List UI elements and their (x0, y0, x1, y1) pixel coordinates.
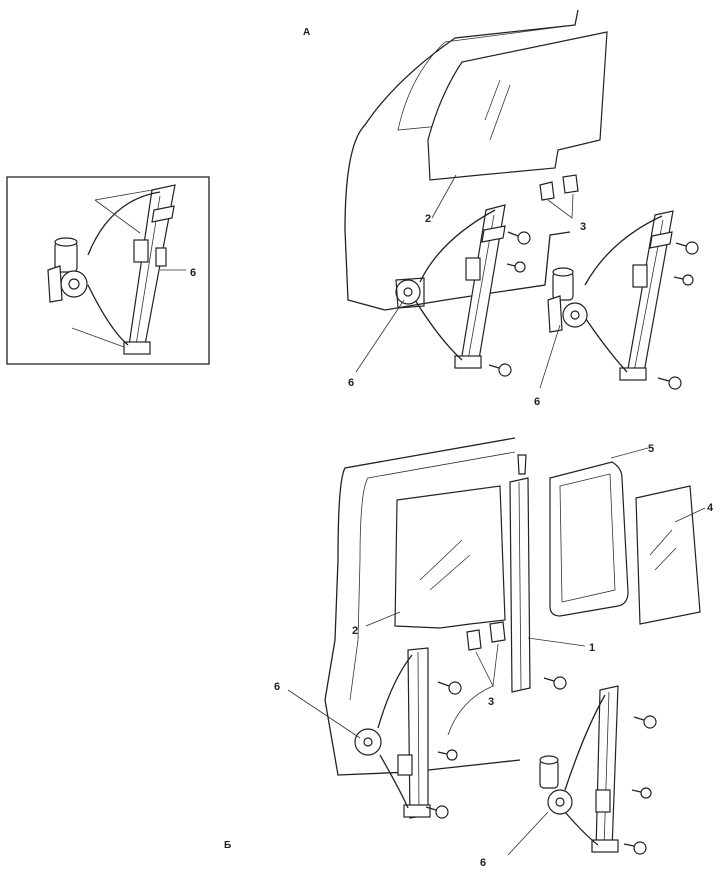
callout-3-top: 3 (580, 221, 586, 233)
section-label-a: А (303, 27, 310, 38)
inset-callout-6: 6 (190, 267, 196, 279)
rear-door-glass (394, 485, 506, 629)
callout-6-top-left: 6 (348, 377, 354, 389)
front-right-screws (657, 241, 699, 390)
rear-right-screws (623, 715, 657, 855)
callout-3-bottom: 3 (488, 696, 494, 708)
inset-motor (47, 237, 88, 303)
rear-channel (509, 454, 531, 693)
rear-left-screws (425, 676, 567, 819)
callout-2-top: 2 (425, 213, 431, 225)
rear-stoppers (466, 621, 506, 651)
front-regulator-left (395, 204, 506, 369)
rear-door-outline (324, 437, 521, 776)
rear-quarter-glass (635, 485, 701, 625)
front-stoppers (539, 174, 579, 201)
rear-door-assembly (287, 437, 706, 856)
callout-2-bottom: 2 (352, 625, 358, 637)
front-door-outline (344, 9, 579, 311)
callout-1: 1 (589, 642, 595, 654)
callout-6-top-right: 6 (534, 396, 540, 408)
rear-regulator-right (539, 685, 619, 853)
front-motor (547, 267, 588, 333)
front-left-screws (488, 231, 531, 377)
callout-6-bottom-right: 6 (480, 857, 486, 869)
callout-5: 5 (648, 443, 654, 455)
rear-quarter-seal (549, 461, 629, 617)
rear-regulator-left (354, 647, 431, 819)
inset-frame (6, 176, 210, 365)
callout-6-bottom-left: 6 (274, 681, 280, 693)
rear-motor (539, 755, 573, 815)
inset-window-regulator (47, 184, 186, 355)
front-door-glass (427, 31, 608, 181)
section-label-b: Б (224, 840, 231, 851)
front-door-assembly (344, 9, 699, 390)
callout-4: 4 (707, 502, 714, 514)
front-regulator-right (547, 210, 674, 381)
inset-panel: 6 (6, 176, 210, 365)
